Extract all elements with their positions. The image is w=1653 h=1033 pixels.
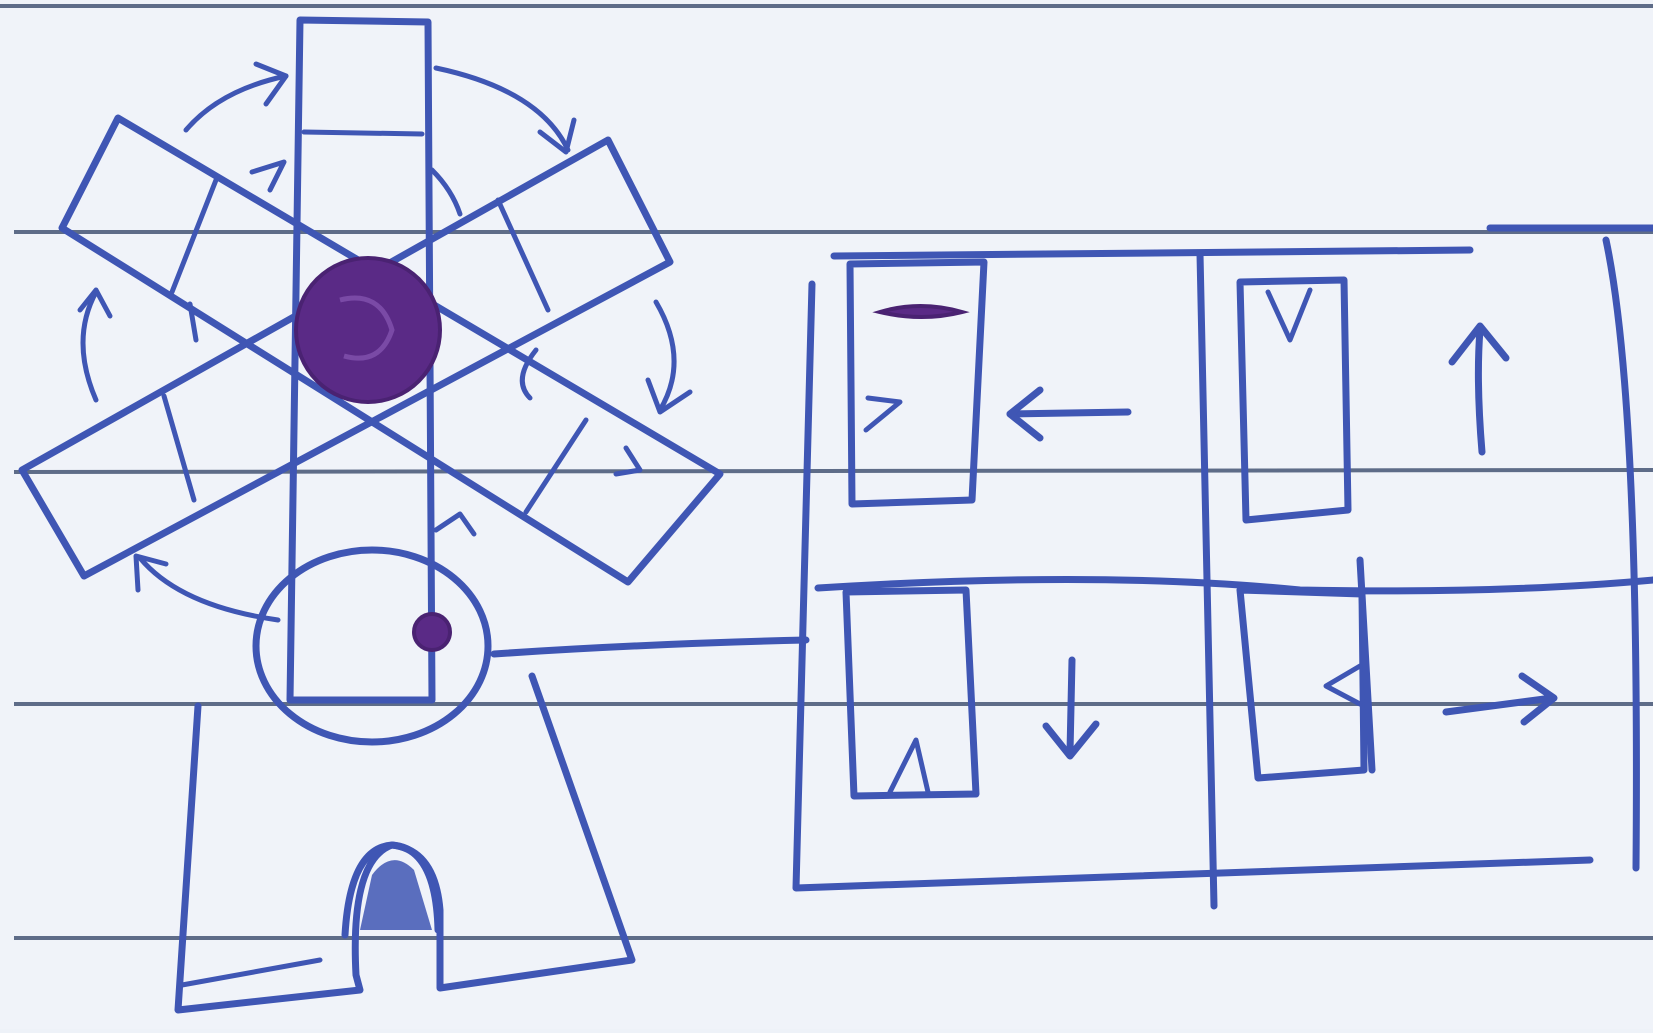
panels-frame-top-a [834, 250, 1470, 256]
panel-3 [846, 590, 1096, 796]
panel-1-arrow-left [1010, 412, 1128, 414]
panel-1-hub-mark [880, 306, 962, 317]
windmill [22, 20, 806, 1010]
blade-diagonal-b-divider-2 [498, 200, 548, 310]
blade-diagonal-b-divider-1 [164, 396, 194, 500]
blade-vertical-divider [304, 132, 422, 134]
ruled-lines [0, 6, 1653, 938]
panel-4-blade-arrow [1326, 666, 1360, 704]
panel-1 [850, 262, 1128, 504]
panels-frame-right [1606, 240, 1636, 868]
panel-3-blade [846, 590, 976, 796]
arrow-rotate-2-head [540, 120, 574, 152]
ruled-line-3 [14, 470, 1653, 472]
windmill-tower [178, 676, 632, 1010]
arrow-small-2 [252, 162, 284, 190]
arrow-rotate-5 [140, 558, 278, 620]
panel-3-arrow-down [1070, 660, 1072, 752]
arrow-rotate-1 [186, 76, 286, 130]
arrow-rotate-3 [656, 302, 674, 410]
arrow-rotate-4-head [80, 290, 110, 316]
blade-diagonal-a-divider-2 [526, 420, 586, 512]
detail-dot [414, 614, 450, 650]
arrow-small-4 [436, 514, 474, 534]
panel-1-blade-arrow [866, 398, 900, 430]
panel-2-blade-arrow [1268, 290, 1310, 340]
arrow-rotate-4 [83, 292, 96, 400]
panel-3-blade-arrow [890, 740, 928, 792]
windmill-hub [296, 258, 440, 402]
panel-4-blade [1240, 590, 1364, 778]
connector-line [494, 640, 806, 654]
blade-diagonal-a-divider-1 [172, 180, 216, 292]
panel-2-arrow-up [1478, 330, 1482, 452]
panel-2-blade [1240, 280, 1348, 520]
rotation-panels [796, 228, 1653, 906]
panel-2 [1240, 280, 1506, 520]
arrow-small-1 [432, 170, 460, 214]
tower-outline [178, 676, 632, 1010]
tower-floor-line [182, 960, 320, 985]
panel-1-blade [850, 262, 984, 504]
